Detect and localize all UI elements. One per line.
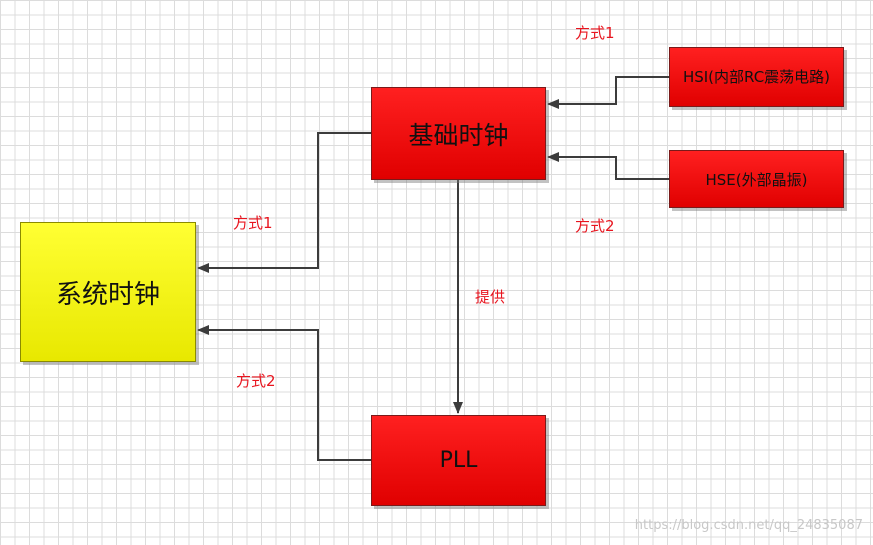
base-to-system-method-label: 方式1 <box>233 214 273 232</box>
provide-label: 提供 <box>475 288 506 306</box>
hse-method-label: 方式2 <box>575 217 615 235</box>
base-clock-box: 基础时钟 <box>371 87 546 180</box>
hsi-to-base-clock-arrow <box>547 76 669 109</box>
hse-label: HSE(外部晶振) <box>705 170 808 189</box>
hsi-method-label: 方式1 <box>575 24 615 42</box>
pll-label: PLL <box>439 448 478 473</box>
base-clock-label: 基础时钟 <box>408 120 509 150</box>
system-clock-box: 系统时钟 <box>20 222 196 362</box>
hse-box: HSE(外部晶振) <box>669 150 844 208</box>
pll-box: PLL <box>371 415 546 506</box>
pll-to-system-clock-arrow <box>197 325 371 461</box>
watermark: https://blog.csdn.net/qq_24835087 <box>634 518 863 533</box>
base-clock-to-system-clock-arrow <box>197 132 371 273</box>
hsi-label: HSI(内部RC震荡电路) <box>682 67 831 86</box>
pll-to-system-method-label: 方式2 <box>236 372 276 390</box>
hse-to-base-clock-arrow <box>547 152 669 180</box>
hsi-box: HSI(内部RC震荡电路) <box>669 47 844 107</box>
system-clock-label: 系统时钟 <box>55 279 160 310</box>
